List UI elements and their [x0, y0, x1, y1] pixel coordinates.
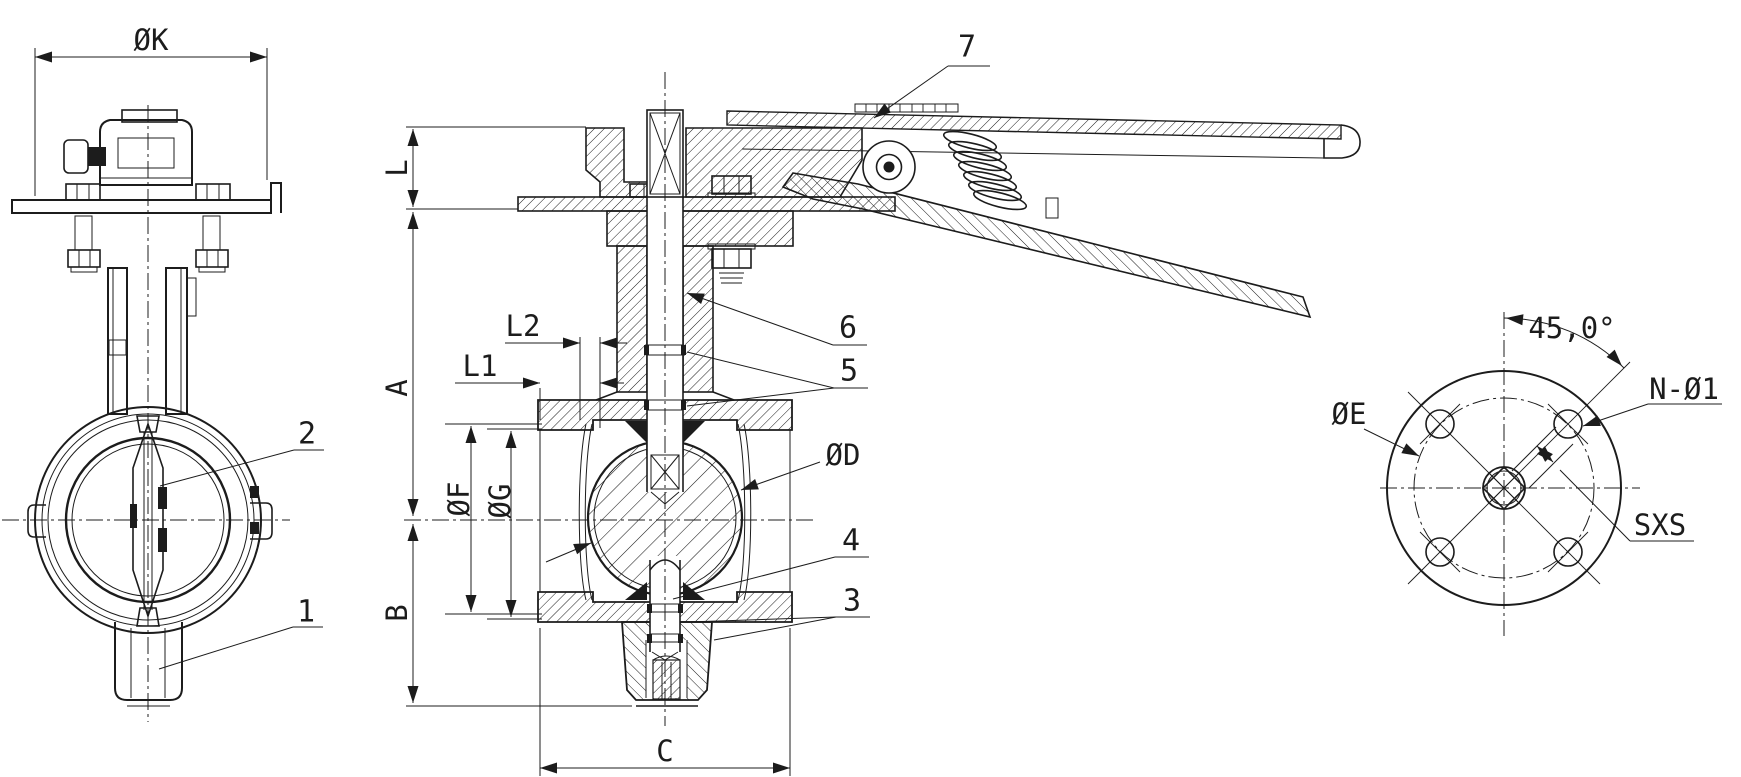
leader-part2: 2: [159, 417, 324, 487]
plate-bent-tab: [270, 182, 282, 213]
lever-pivot: [862, 140, 916, 194]
dim-label-g: ØG: [483, 484, 517, 519]
neck-wall-right: [682, 245, 714, 393]
leader-part4: 4: [672, 524, 869, 600]
dim-label-angle: 45,0°: [1528, 311, 1615, 345]
dim-angle: 45,0°: [1503, 311, 1627, 370]
dim-label-c: C: [656, 734, 673, 768]
section-view: L A B L2: [380, 30, 1361, 776]
seal-wedge: [625, 582, 647, 600]
dim-l: L: [380, 126, 586, 210]
dim-a: A: [380, 212, 419, 516]
part-label-3: 3: [843, 584, 861, 619]
handle-base-left: [585, 127, 651, 198]
gearbox-knob: [63, 139, 89, 174]
leader-part3: 3: [687, 584, 870, 641]
dim-label-b: B: [380, 604, 414, 621]
gearbox-shaft: [88, 147, 106, 166]
part-label-6: 6: [839, 311, 857, 346]
part-label-1: 1: [297, 595, 315, 630]
dim-k: ØK: [34, 23, 268, 196]
dim-label-n-holes: N-Ø1: [1649, 372, 1719, 406]
latch-pin: [1045, 197, 1059, 219]
neck-flange: [606, 210, 794, 247]
part-label-7: 7: [958, 30, 976, 65]
dim-n-holes: N-Ø1: [1581, 372, 1722, 432]
dim-label-e: ØE: [1332, 397, 1367, 431]
bolt-holes: [1419, 403, 1589, 573]
side-lugs: [27, 486, 273, 540]
lever-spring: [942, 130, 1028, 211]
dim-label-l2: L2: [506, 309, 541, 343]
leader-part5: 5: [686, 351, 868, 407]
seal-wedge: [683, 582, 705, 600]
dim-g: ØG: [483, 428, 542, 620]
dim-label-l: L: [380, 159, 414, 176]
front-view: ØK 2 1: [2, 23, 324, 722]
disc-edge: [130, 415, 167, 627]
handle-grip-bar: [726, 110, 1361, 159]
dim-l1: L1: [455, 349, 624, 420]
trigger-lever: [781, 172, 1312, 319]
dim-l2: L2: [505, 309, 627, 428]
dim-d: ØD: [545, 438, 861, 563]
gearbox-cap: [121, 109, 178, 123]
latch-teeth: [854, 103, 959, 113]
dim-b: B: [380, 524, 632, 707]
dim-f: ØF: [442, 423, 542, 615]
plate-bolts: [65, 183, 231, 273]
dim-label-a: A: [380, 379, 414, 396]
gearbox-panel: [117, 137, 175, 169]
dim-c: C: [539, 628, 791, 776]
neck-wall-left: [616, 245, 648, 393]
part-label-4: 4: [842, 524, 860, 559]
seal-wedge: [625, 421, 647, 443]
dim-label-l1: L1: [463, 349, 498, 383]
gearbox-body: [99, 119, 193, 186]
dim-label-d: ØD: [826, 438, 861, 472]
stem-square-end: [1481, 465, 1527, 511]
dim-e: ØE: [1332, 397, 1422, 461]
dim-label-square: SXS: [1634, 508, 1686, 542]
part-label-5: 5: [840, 354, 858, 389]
leader-part6: 6: [685, 287, 867, 346]
leader-part7: 7: [870, 30, 990, 123]
dim-square: SXS: [1511, 426, 1694, 542]
dim-label-f: ØF: [442, 482, 476, 517]
part-label-2: 2: [298, 417, 316, 452]
valve-neck: [107, 267, 197, 415]
seal-wedge: [683, 421, 705, 443]
dim-label-k: ØK: [134, 23, 169, 57]
flange-view: 45,0° N-Ø1 ØE SXS: [1332, 311, 1722, 636]
seat-liner: [578, 423, 752, 601]
mounting-plate: [11, 199, 272, 214]
leader-part1: 1: [158, 595, 323, 670]
